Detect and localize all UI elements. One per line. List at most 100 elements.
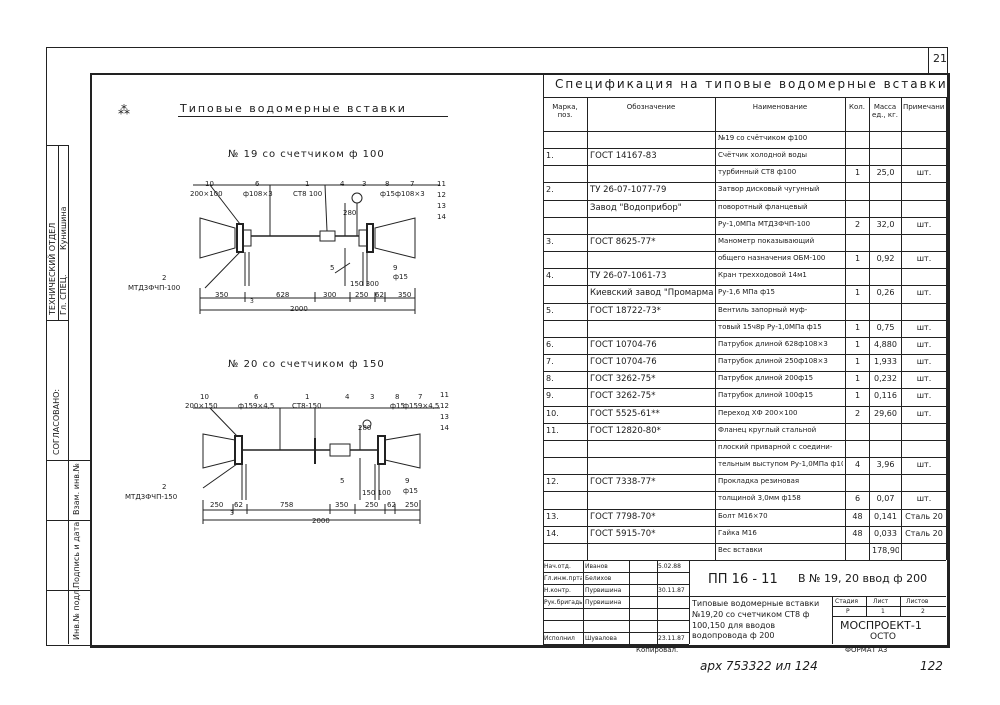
- spec-cell-mass: 0,92: [876, 254, 895, 264]
- margin-sep-5: [46, 590, 90, 591]
- drawing-title-underline: [178, 116, 448, 117]
- spec-cell-designation: ГОСТ 10704-76: [590, 357, 657, 368]
- d2-n8: 8: [395, 393, 400, 401]
- margin-sep-3: [46, 460, 90, 461]
- stamp-col-line: [583, 560, 584, 644]
- spec-cell-designation: ГОСТ 5915-70*: [590, 528, 656, 539]
- d2-diagram: [193, 407, 440, 524]
- stamp-stage-label: Стадия: [835, 598, 859, 605]
- spec-cell-note: шт.: [916, 494, 932, 504]
- spec-cell-designation: ТУ 26-07-1061-73: [590, 271, 667, 282]
- margin-sign-date: Подпись и дата: [72, 521, 81, 588]
- d2-n1: 1: [305, 393, 310, 401]
- spec-row-line: [543, 336, 946, 338]
- margin-dept: ТЕХНИЧЕСКИЙ ОТДЕЛ: [48, 222, 57, 315]
- spec-cell-name: общего назначения ОБМ-100: [718, 254, 826, 263]
- spec-cell-qty: 4: [854, 460, 861, 470]
- d1-n4: 4: [340, 180, 345, 188]
- spec-cell-designation: ГОСТ 5525-61**: [590, 408, 660, 419]
- stamp-role: Исполнил: [544, 635, 575, 642]
- spec-cell-note: шт.: [916, 408, 932, 418]
- d1-n13: 13: [437, 202, 446, 210]
- d1-s62: 62: [375, 291, 384, 299]
- spec-row-line: [543, 474, 946, 476]
- d1-thickness: 3: [250, 298, 254, 305]
- d2-s250c: 250: [405, 501, 419, 509]
- spec-cell-name: Манометр показывающий: [718, 236, 815, 245]
- d1-n12: 12: [437, 191, 446, 199]
- spec-cell-qty: 1: [854, 339, 861, 349]
- stamp-code: ПП 16 - 11: [708, 572, 778, 587]
- spec-header-mass: Масса ед., кг.: [872, 103, 898, 120]
- spec-row-line: [543, 148, 946, 150]
- spec-cell-qty: 2: [854, 219, 861, 229]
- spec-cell-name: Прокладка резиновая: [718, 477, 800, 486]
- d1-n7: 7: [410, 180, 415, 188]
- stamp-row-line: [543, 620, 689, 621]
- spec-cell-mass: 178,903: [872, 545, 899, 555]
- spec-cell-name: товый 15ч8р Ру-1,0МПа ф15: [718, 322, 822, 331]
- sheet-number: 21: [933, 52, 947, 65]
- d1-n6: 6: [255, 180, 260, 188]
- spec-cell-name: Переход ХФ 200×100: [718, 408, 798, 417]
- d2-h280: 280: [358, 424, 372, 432]
- spec-cell-name: Патрубок длиной 200ф15: [718, 374, 814, 383]
- spec-cell-designation: Завод "Водоприбор": [590, 202, 682, 213]
- spec-row-line: [543, 422, 946, 424]
- stamp-stage: Р: [846, 608, 850, 615]
- stamp-name: Пурвишина: [585, 599, 622, 606]
- spec-cell-designation: ГОСТ 8625-77*: [590, 236, 656, 247]
- stamp-desc-line: [832, 596, 833, 644]
- d2-n4: 4: [345, 393, 350, 401]
- spec-cell-name: толщиной 3,0мм ф158: [718, 494, 801, 503]
- d1-title: № 19 со счетчиком ф 100: [228, 149, 385, 160]
- spec-row-line: [543, 388, 946, 390]
- d1-total: 2000: [290, 305, 308, 313]
- spec-cell-name: Патрубок длиной 628ф108×3: [718, 339, 828, 348]
- spec-cell-qty: 1: [854, 357, 861, 367]
- spec-cell-designation: ГОСТ 7798-70*: [590, 511, 656, 522]
- d1-s350b: 350: [398, 291, 412, 299]
- d1-d1: СТ8 100: [293, 190, 323, 198]
- spec-cell-designation: ТУ 26-07-1077-79: [590, 185, 667, 196]
- d2-n5: 5: [340, 477, 345, 485]
- d1-d10: 200×100: [190, 190, 223, 198]
- spec-row-line: [543, 491, 946, 493]
- stamp-role: Гл.инж.прта: [544, 575, 582, 582]
- spec-cell-mass: 29,60: [874, 408, 897, 418]
- spec-cell-note: шт.: [916, 357, 932, 367]
- spec-cell-name: Фланец круглый стальной: [718, 425, 817, 434]
- spec-cell-name: Ру-1,6 МПа ф15: [718, 288, 775, 297]
- d1-diagram: [193, 184, 440, 314]
- spec-cell-mass: 0,75: [876, 322, 895, 332]
- spec-cell-qty: 1: [854, 322, 861, 332]
- spec-header-qty: Кол.: [849, 103, 865, 111]
- d1-dim150-300: 150 300: [350, 280, 379, 288]
- stamp-name: Пурвишина: [585, 587, 622, 594]
- spec-cell-name: №19 со счётчиком ф100: [718, 134, 808, 142]
- d2-n13: 13: [440, 413, 449, 421]
- spec-row-line: [543, 165, 946, 167]
- margin-line: [68, 145, 69, 644]
- stamp-role: Рук.бригады: [544, 599, 582, 606]
- spec-cell-name: Болт М16×70: [718, 511, 768, 520]
- d2-n3: 3: [370, 393, 375, 401]
- spec-cell-qty: 1: [854, 168, 861, 178]
- spec-cell-note: шт.: [916, 391, 932, 401]
- spec-row-line: [543, 251, 946, 253]
- margin-chief: Гл. СПЕЦ.: [59, 274, 68, 316]
- spec-cell-mass: 25,0: [876, 168, 895, 178]
- d1-d7: ф108×3: [395, 190, 425, 198]
- spec-col-line: [869, 97, 870, 560]
- spec-cell-mark: 14.: [546, 528, 559, 538]
- d2-s350: 350: [335, 501, 349, 509]
- spec-cell-mass: 32,0: [876, 219, 895, 229]
- spec-row-line: [543, 285, 946, 287]
- stamp-name: Белихов: [585, 575, 612, 582]
- spec-cell-note: Сталь 20: [905, 528, 943, 538]
- stamp-row-line: [543, 632, 689, 633]
- format-label: ФОРМАТ А3: [845, 646, 888, 654]
- stamp-sheets-label: Листов: [906, 598, 929, 605]
- spec-cell-mass: 3,96: [876, 460, 895, 470]
